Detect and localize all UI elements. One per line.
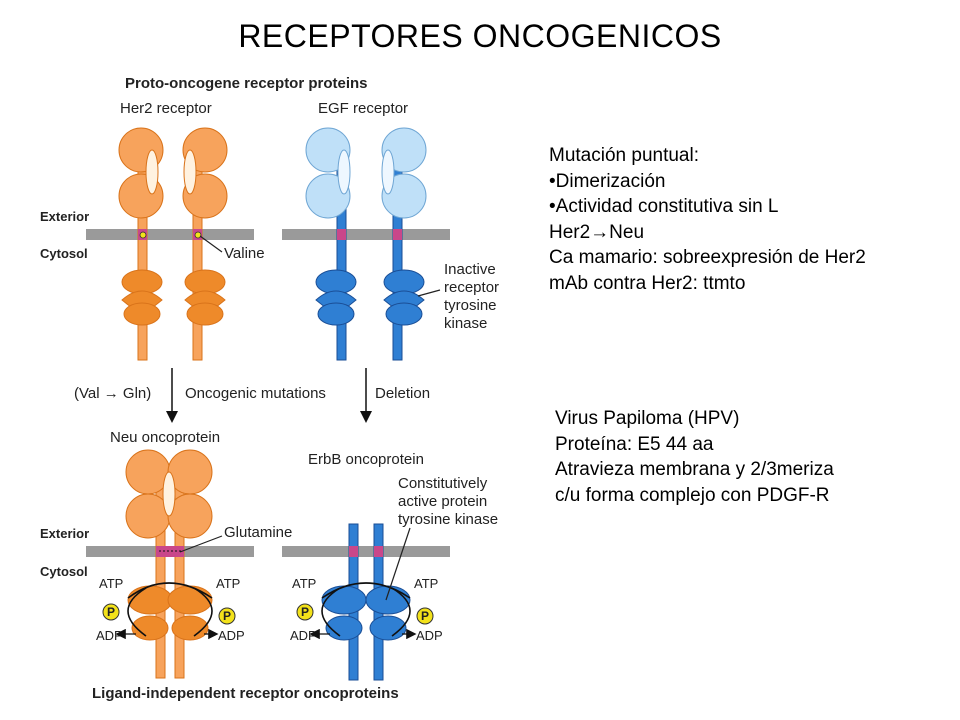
erbb-oncoprotein-dimer (321, 523, 411, 681)
phosphate-label: P (223, 609, 231, 623)
label-atp: ATP (414, 576, 438, 591)
label-atp: ATP (99, 576, 123, 591)
phosphate-icon (102, 603, 120, 621)
label-inactive-1: Inactive (444, 261, 496, 278)
label-neu-oncoprotein: Neu oncoprotein (110, 429, 220, 446)
notes-hpv-block: Virus Papiloma (HPV) Proteína: E5 44 aa … (555, 406, 834, 508)
note-line: Mutación puntual: (549, 145, 699, 166)
note-line: mAb contra Her2: ttmto (549, 272, 746, 294)
phosphate-icon (416, 607, 434, 625)
label-adp: ADP (96, 628, 123, 643)
label-constitutive-1: Constitutively (398, 475, 488, 492)
label-constitutive-3: tyrosine kinase (398, 511, 498, 528)
phosphate-icon (296, 603, 314, 621)
page-title: RECEPTORES ONCOGENICOS (238, 18, 722, 54)
label-cytosol-bottom: Cytosol (40, 564, 88, 579)
note-line: •Actividad constitutiva sin L (549, 196, 779, 217)
note-line: Atravieza membrana y 2/3meriza (555, 459, 834, 480)
label-exterior-bottom: Exterior (40, 526, 89, 541)
label-erbb-oncoprotein: ErbB oncoprotein (308, 451, 424, 468)
header-proto-oncogene: Proto-oncogene receptor proteins (125, 75, 368, 92)
label-deletion: Deletion (375, 385, 430, 402)
label-atp: ATP (292, 576, 316, 591)
neu-oncoprotein-dimer (125, 449, 213, 679)
label-inactive-2: receptor (444, 279, 499, 296)
label-exterior-top: Exterior (40, 209, 89, 224)
phosphate-icon (218, 607, 236, 625)
notes-mutation-block: Mutación puntual: •Dimerización •Activid… (549, 143, 866, 296)
label-adp: ADP (290, 628, 317, 643)
label-adp: ADP (416, 628, 443, 643)
label-inactive-4: kinase (444, 315, 487, 332)
label-val-gln: (Val → Gln) (74, 385, 151, 402)
note-line: •Dimerización (549, 170, 666, 192)
note-line: Her2→Neu (549, 221, 645, 243)
header-ligand-independent: Ligand-independent receptor oncoproteins (92, 685, 399, 702)
label-cytosol-top: Cytosol (40, 246, 88, 261)
label-oncogenic-mutations: Oncogenic mutations (185, 385, 326, 402)
membrane-bottom-right (282, 546, 450, 557)
note-line: Ca mamario: sobreexpresión de Her2 (549, 247, 866, 268)
note-line: Proteína: E5 44 aa (555, 433, 714, 455)
label-her2-receptor: Her2 receptor (120, 100, 212, 117)
label-valine: Valine (224, 245, 265, 262)
label-glutamine: Glutamine (224, 524, 292, 541)
membrane-top-left (86, 229, 254, 240)
inactive-kinase-pointer (417, 289, 441, 297)
membrane-top-right (282, 229, 450, 240)
label-egf-receptor: EGF receptor (318, 100, 408, 117)
phosphate-label: P (421, 609, 429, 623)
note-line: c/u forma complejo con PDGF-R (555, 484, 830, 506)
phosphate-label: P (107, 605, 115, 619)
valine-pointer (199, 235, 223, 253)
egf-receptor-pair (305, 127, 427, 361)
label-constitutive-2: active protein (398, 493, 487, 510)
label-adp: ADP (218, 628, 245, 643)
constitutive-pointer (385, 527, 411, 601)
label-atp: ATP (216, 576, 240, 591)
glutamine-pointer (179, 535, 223, 553)
her2-receptor-pair (118, 127, 228, 361)
label-inactive-3: tyrosine (444, 297, 497, 314)
note-line: Virus Papiloma (HPV) (555, 408, 740, 429)
phosphate-label: P (301, 605, 309, 619)
